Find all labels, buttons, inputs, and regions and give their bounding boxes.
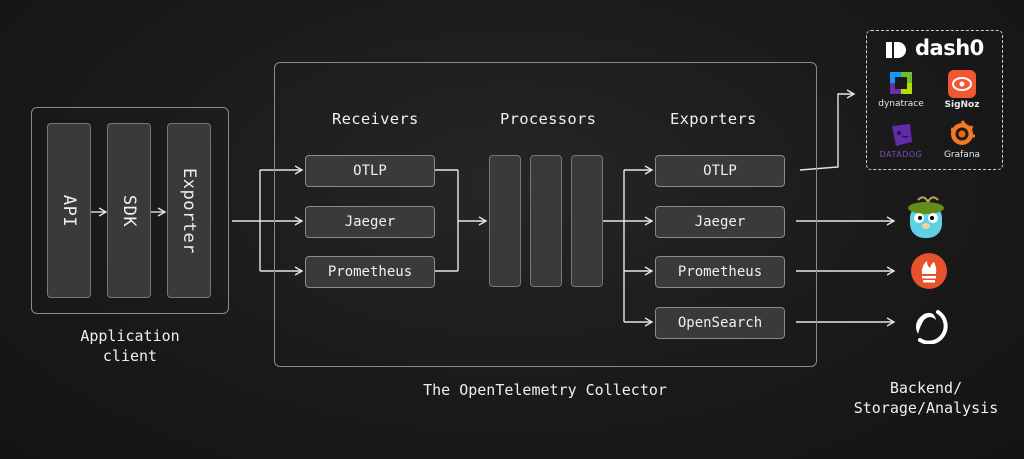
api-label: API — [59, 194, 79, 227]
collector-frame — [274, 62, 817, 367]
signoz-logo-icon — [948, 70, 976, 98]
collector-caption: The OpenTelemetry Collector — [423, 381, 667, 399]
jaeger-logo-icon — [908, 196, 944, 238]
exporter-opensearch[interactable]: OpenSearch — [655, 307, 785, 339]
api-block[interactable]: API — [47, 123, 91, 298]
receiver-prometheus[interactable]: Prometheus — [305, 256, 435, 288]
application-client-caption: Application client — [80, 327, 180, 365]
exporters-heading: Exporters — [670, 110, 757, 128]
processor-3[interactable] — [571, 155, 603, 287]
sdk-label: SDK — [119, 194, 139, 227]
opensearch-logo-icon — [916, 310, 948, 344]
processor-1[interactable] — [489, 155, 521, 287]
exporter-block[interactable]: Exporter — [167, 123, 211, 298]
datadog-label: DATADOG — [879, 150, 923, 159]
sdk-block[interactable]: SDK — [107, 123, 151, 298]
exporter-label: Exporter — [179, 167, 199, 254]
receiver-jaeger[interactable]: Jaeger — [305, 206, 435, 238]
prometheus-logo-icon — [911, 253, 947, 289]
receivers-heading: Receivers — [332, 110, 419, 128]
grafana-logo-icon — [950, 120, 975, 145]
exporter-otlp[interactable]: OTLP — [655, 155, 785, 187]
otlp-to-vendors-arrow — [799, 89, 856, 171]
processor-2[interactable] — [530, 155, 562, 287]
exporter-jaeger[interactable]: Jaeger — [655, 206, 785, 238]
exporter-prometheus[interactable]: Prometheus — [655, 256, 785, 288]
dash0-logo-icon — [886, 42, 906, 58]
vendors-box — [866, 30, 1003, 170]
grafana-label: Grafana — [943, 150, 981, 160]
dynatrace-logo-icon — [890, 72, 912, 94]
processors-heading: Processors — [500, 110, 597, 128]
dynatrace-label: dynatrace — [878, 99, 924, 109]
backend-caption: Backend/ Storage/Analysis — [853, 379, 999, 417]
signoz-label: SigNoz — [944, 100, 980, 110]
datadog-logo-icon — [892, 124, 912, 146]
application-client-frame — [31, 107, 229, 314]
dash0-label: dash0 — [915, 36, 984, 60]
receiver-otlp[interactable]: OTLP — [305, 155, 435, 187]
